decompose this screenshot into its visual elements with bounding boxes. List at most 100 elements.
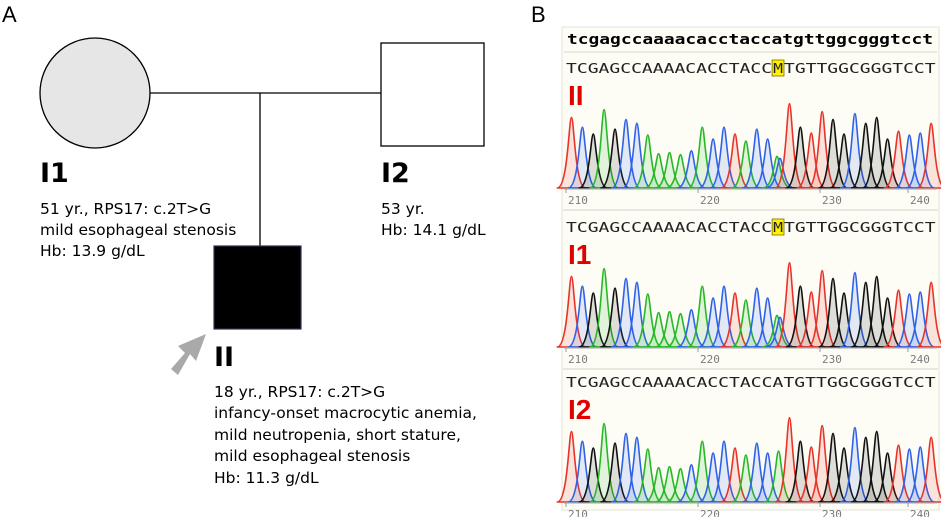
trace-peak bbox=[905, 446, 936, 503]
trace-peak bbox=[611, 432, 641, 503]
trace-peak bbox=[698, 138, 729, 189]
trace-peak bbox=[578, 447, 609, 503]
trace-sample-label: I1 bbox=[568, 239, 591, 270]
trace-peak bbox=[654, 465, 685, 503]
trace-peak bbox=[687, 126, 718, 189]
mother-symbol bbox=[39, 37, 151, 149]
trace-peak bbox=[665, 153, 696, 189]
trace-peak bbox=[818, 432, 848, 503]
trace-peak bbox=[578, 292, 609, 348]
chromatogram-peaks bbox=[556, 416, 941, 503]
trace-peak bbox=[796, 132, 827, 189]
trace-peak bbox=[807, 424, 838, 503]
trace-peak bbox=[774, 261, 805, 348]
trace-peak bbox=[611, 277, 641, 348]
proband-info-line: mild esophageal stenosis bbox=[214, 447, 410, 465]
trace-peak bbox=[567, 440, 598, 503]
trace-peak bbox=[611, 118, 641, 189]
trace-peak bbox=[752, 297, 783, 348]
trace-peak bbox=[665, 312, 696, 348]
trace-peak bbox=[567, 285, 598, 348]
trace-peak bbox=[785, 126, 816, 189]
trace-peak bbox=[741, 287, 772, 348]
trace-peak bbox=[807, 110, 838, 189]
proband-symbol bbox=[213, 245, 302, 330]
trace-peak bbox=[709, 126, 739, 189]
trace-peak bbox=[621, 436, 652, 503]
father-symbol bbox=[380, 42, 485, 147]
called-bases: TCGAGCCAAAACACCTACC bbox=[566, 220, 772, 236]
trace-peak bbox=[785, 440, 816, 503]
trace-peak bbox=[567, 126, 598, 189]
trace-tick-label: 230 bbox=[822, 353, 842, 366]
trace-peak bbox=[872, 297, 903, 348]
trace-tick-label: 230 bbox=[822, 194, 842, 207]
trace-peak bbox=[687, 285, 718, 348]
trace-peak bbox=[698, 452, 729, 503]
trace-peak bbox=[632, 293, 663, 348]
panel-label-b: B bbox=[531, 2, 546, 27]
trace-peak bbox=[621, 281, 652, 348]
trace-peak bbox=[720, 292, 750, 348]
trace-sample-label: I2 bbox=[568, 394, 591, 425]
trace-peak bbox=[600, 442, 630, 503]
trace-peak bbox=[687, 440, 718, 503]
trace-peak bbox=[785, 285, 816, 348]
trace-peak bbox=[829, 292, 859, 348]
trace-peak bbox=[818, 118, 848, 189]
trace-peak bbox=[850, 281, 881, 348]
trace-peak bbox=[654, 310, 685, 348]
ambiguous-base-highlight bbox=[771, 218, 785, 236]
panel-label-a: A bbox=[2, 2, 17, 27]
trace-peak bbox=[709, 285, 739, 348]
trace-peak bbox=[905, 132, 936, 189]
proband-info-line: 18 yr., RPS17: c.2T>G bbox=[214, 383, 385, 401]
mother-id: I1 bbox=[40, 158, 69, 189]
called-bases: TCGAGCCAAAACACCTACCATGTTGGCGGGTCCT bbox=[566, 375, 936, 391]
trace-peak bbox=[839, 426, 870, 503]
trace-peak bbox=[916, 436, 941, 503]
trace-peak bbox=[741, 442, 772, 503]
trace-peak bbox=[556, 116, 587, 189]
trace-peak bbox=[818, 277, 848, 348]
trace-peak bbox=[730, 454, 761, 503]
sequencing-panel: tcgagccaaaacacctaccatgttggcgggtcct TCGAG… bbox=[556, 26, 941, 517]
trace-peak bbox=[763, 450, 794, 503]
trace-peak bbox=[796, 291, 827, 348]
sequencing-background bbox=[561, 26, 940, 511]
trace-peak bbox=[839, 112, 870, 189]
trace-peak bbox=[752, 452, 783, 503]
mother-info-line: mild esophageal stenosis bbox=[40, 221, 236, 239]
trace-peak bbox=[665, 467, 696, 503]
trace-peak bbox=[883, 130, 914, 189]
trace-tick-label: 220 bbox=[700, 353, 720, 366]
trace-tick-label: 230 bbox=[822, 508, 842, 517]
trace-peak bbox=[709, 440, 739, 503]
trace-peak bbox=[894, 293, 925, 348]
trace-peak bbox=[861, 275, 892, 348]
mother-info-line: 51 yr., RPS17: c.2T>G bbox=[40, 200, 211, 218]
trace-tick-label: 240 bbox=[910, 508, 930, 517]
trace-peak bbox=[861, 116, 892, 189]
trace-peak bbox=[578, 133, 609, 189]
called-bases: TCGAGCCAAAACACCTACC bbox=[566, 61, 772, 77]
proband-info-line: infancy-onset macrocytic anemia, bbox=[214, 404, 477, 422]
trace-peak bbox=[807, 269, 838, 348]
father-info-line: 53 yr. bbox=[381, 200, 425, 218]
trace-peak bbox=[600, 287, 630, 348]
trace-peak bbox=[676, 464, 707, 503]
trace-peak bbox=[774, 102, 805, 189]
father-id: I2 bbox=[381, 158, 410, 189]
trace-peak bbox=[643, 152, 674, 189]
trace-peak bbox=[741, 128, 772, 189]
father-info: 53 yr. Hb: 14.1 g/dL bbox=[381, 200, 486, 239]
trace-peak bbox=[752, 138, 783, 189]
trace-peak bbox=[654, 151, 685, 189]
trace-peak bbox=[676, 309, 707, 348]
proband-info-line: Hb: 11.3 g/dL bbox=[214, 469, 319, 487]
called-bases: M bbox=[773, 220, 783, 236]
trace-peak bbox=[829, 133, 859, 189]
trace-peak bbox=[916, 281, 941, 348]
